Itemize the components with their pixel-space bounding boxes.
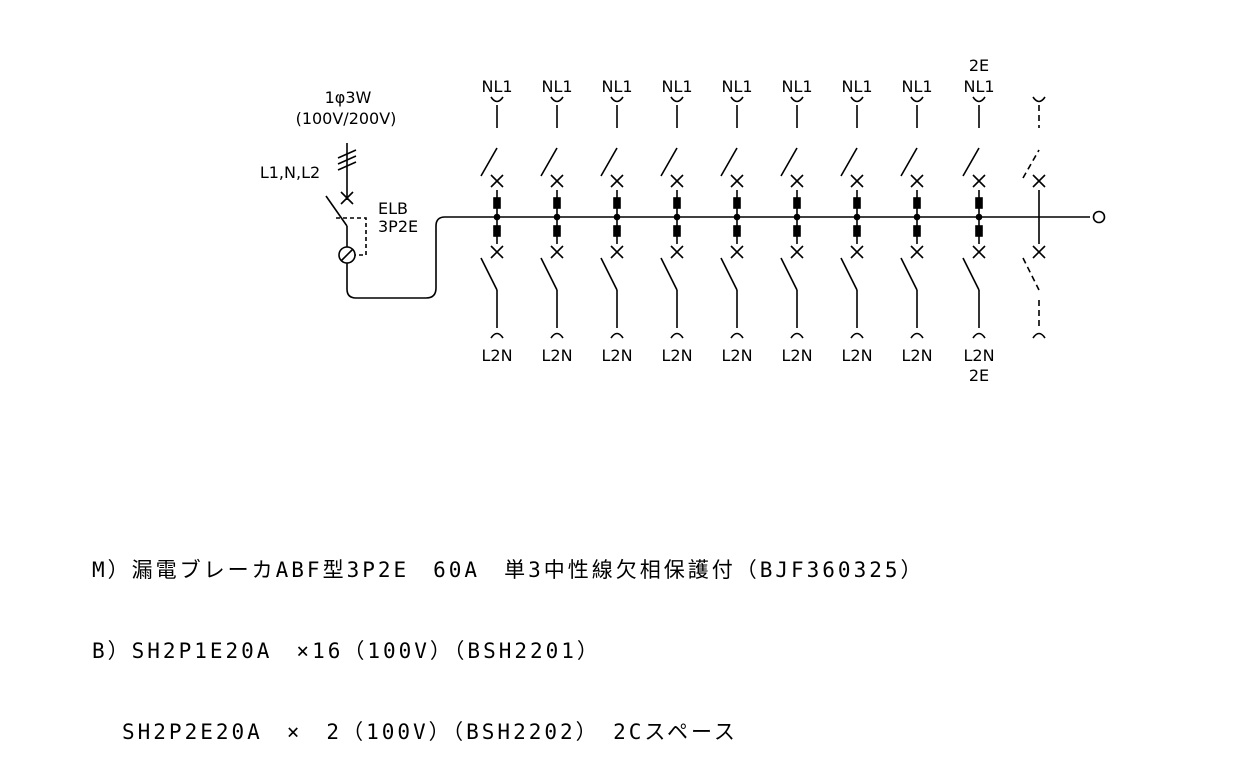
- branch-top-label: NL1: [963, 77, 994, 96]
- spare-branch: [1022, 96, 1046, 339]
- branch-bottom-label: L2N: [901, 346, 932, 365]
- branch-bottom-label: L2N: [721, 346, 752, 365]
- branch-top-label: NL1: [661, 77, 692, 96]
- branch-top-label: NL1: [601, 77, 632, 96]
- supply-phase-label: 1φ3W: [325, 88, 372, 107]
- branch-breaker: [600, 96, 624, 339]
- branch-breaker: [962, 96, 986, 339]
- branch-bottom-label: L2N: [781, 346, 812, 365]
- main-breaker-type-label: ELB: [378, 199, 408, 218]
- branch-breaker: [900, 96, 924, 339]
- main-breaker-poles-label: 3P2E: [378, 217, 418, 236]
- note-branch-breaker-1: B）SH2P1E20A ×16（100V）（BSH2201）: [92, 639, 601, 663]
- branch-breaker: [660, 96, 684, 339]
- branch-top-extra-label: 2E: [969, 56, 989, 75]
- supply-conductor: [337, 143, 357, 205]
- branch-bottom-extra-label: 2E: [969, 366, 989, 385]
- branch-bottom-label: L2N: [963, 346, 994, 365]
- branch-bottom-label: L2N: [661, 346, 692, 365]
- branch-top-label: NL1: [721, 77, 752, 96]
- branch-top-label: NL1: [901, 77, 932, 96]
- branch-top-label: NL1: [481, 77, 512, 96]
- supply-voltage-label: (100V/200V): [296, 109, 397, 128]
- branch-bottom-label: L2N: [601, 346, 632, 365]
- note-branch-breaker-2: SH2P2E20A × 2（100V）（BSH2202） 2Cスペース: [122, 720, 738, 744]
- branch-breaker: [480, 96, 504, 339]
- wiring-diagram: 1φ3W (100V/200V) L1,N,L2 ELB 3P2E NL1L2N…: [260, 56, 1106, 385]
- component-notes: M）漏電ブレーカABF型3P2E 60A 単3中性線欠相保護付（BJF36032…: [92, 503, 925, 773]
- main-breaker-symbol: [325, 195, 1106, 299]
- branch-top-label: NL1: [841, 77, 872, 96]
- branch-breaker: [780, 96, 804, 339]
- branch-bottom-label: L2N: [541, 346, 572, 365]
- branch-breaker: [540, 96, 564, 339]
- branch-bottom-label: L2N: [841, 346, 872, 365]
- branch-bottom-label: L2N: [481, 346, 512, 365]
- branch-top-label: NL1: [781, 77, 812, 96]
- note-main-breaker: M）漏電ブレーカABF型3P2E 60A 単3中性線欠相保護付（BJF36032…: [92, 558, 925, 582]
- supply-lines-label: L1,N,L2: [260, 163, 320, 182]
- branch-breaker: [840, 96, 864, 339]
- branch-breaker: [720, 96, 744, 339]
- branch-top-label: NL1: [541, 77, 572, 96]
